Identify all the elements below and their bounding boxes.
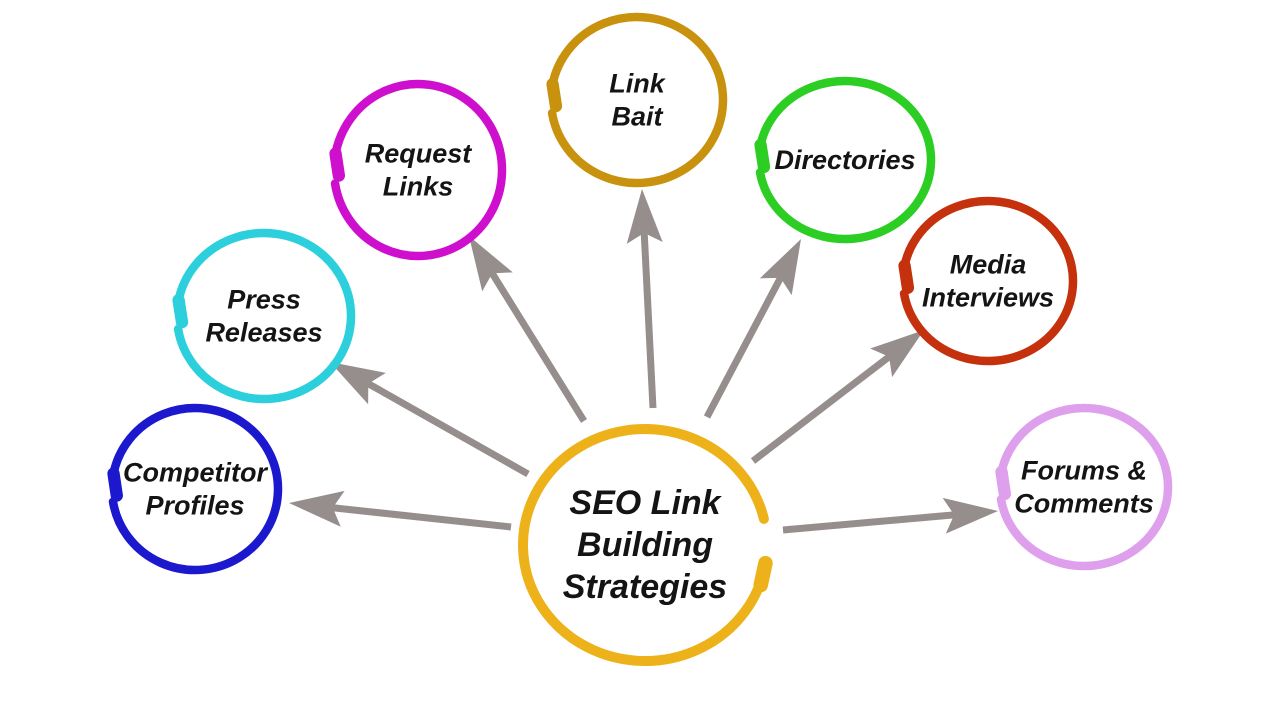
node-ring (547, 12, 728, 188)
node-label-line: Media (950, 249, 1027, 279)
arrow-head (289, 490, 345, 527)
arrow-head (469, 236, 513, 292)
node-label: Directories (774, 145, 915, 175)
node-label-line: Strategies (563, 568, 727, 606)
node-ring-tail (107, 467, 123, 502)
node-ring-tail (172, 294, 189, 329)
node-ring-tail (995, 465, 1012, 501)
node-label-line: Releases (205, 318, 322, 348)
arrow-head (870, 330, 924, 378)
node-label-line: Interviews (922, 283, 1054, 313)
arrow-to-forums-comments (782, 497, 998, 534)
node-ring (755, 76, 936, 244)
arrow-shaft (332, 504, 512, 531)
arrow-to-competitor-profiles (289, 490, 512, 531)
arrow-to-media-interviews (750, 330, 924, 464)
arrow-shaft (489, 271, 587, 423)
node-ring (996, 403, 1173, 571)
arrow-shaft (366, 380, 530, 478)
node-ring (173, 228, 356, 404)
node-label-line: Directories (774, 145, 915, 175)
arrow-head (330, 362, 386, 405)
arrow-to-link-bait (626, 189, 663, 409)
node-ring-tail (753, 555, 773, 593)
node-directories: Directories (754, 76, 936, 244)
node-ring-tail (329, 147, 346, 182)
arrow-to-press-releases (330, 362, 530, 478)
node-ring-tail (754, 138, 771, 174)
arrow-shaft (782, 511, 955, 534)
arrow-shaft (750, 353, 892, 464)
arrow-to-request-links (469, 236, 587, 423)
node-label: Forums & Comments (1014, 455, 1154, 518)
node-label-line: SEO Link (569, 484, 722, 522)
node-label-line: Link (609, 68, 666, 98)
node-label-line: Request (365, 138, 473, 168)
node-label-line: Forums & (1021, 455, 1147, 485)
node-label-line: Bait (611, 102, 663, 132)
node-ring (108, 403, 283, 575)
node-label-line: Comments (1014, 489, 1154, 519)
arrow-head (942, 497, 998, 534)
node-label-line: Building (577, 526, 713, 564)
node-ring-tail (546, 78, 563, 113)
node-label-line: Profiles (145, 491, 244, 521)
node-ring (899, 196, 1078, 366)
arrow-shaft (640, 232, 657, 409)
node-label-line: Links (383, 172, 454, 202)
arrow-shaft (703, 276, 784, 419)
node-forums-comments: Forums & Comments (995, 403, 1173, 571)
node-ring-tail (898, 259, 915, 294)
arrow-head (759, 239, 801, 296)
node-label-line: Competitor (123, 457, 268, 487)
node-ring (518, 424, 771, 666)
node-label-line: Press (227, 284, 301, 314)
node-ring (330, 79, 507, 261)
arrow-to-directories (703, 239, 801, 419)
arrow-head (626, 189, 663, 244)
